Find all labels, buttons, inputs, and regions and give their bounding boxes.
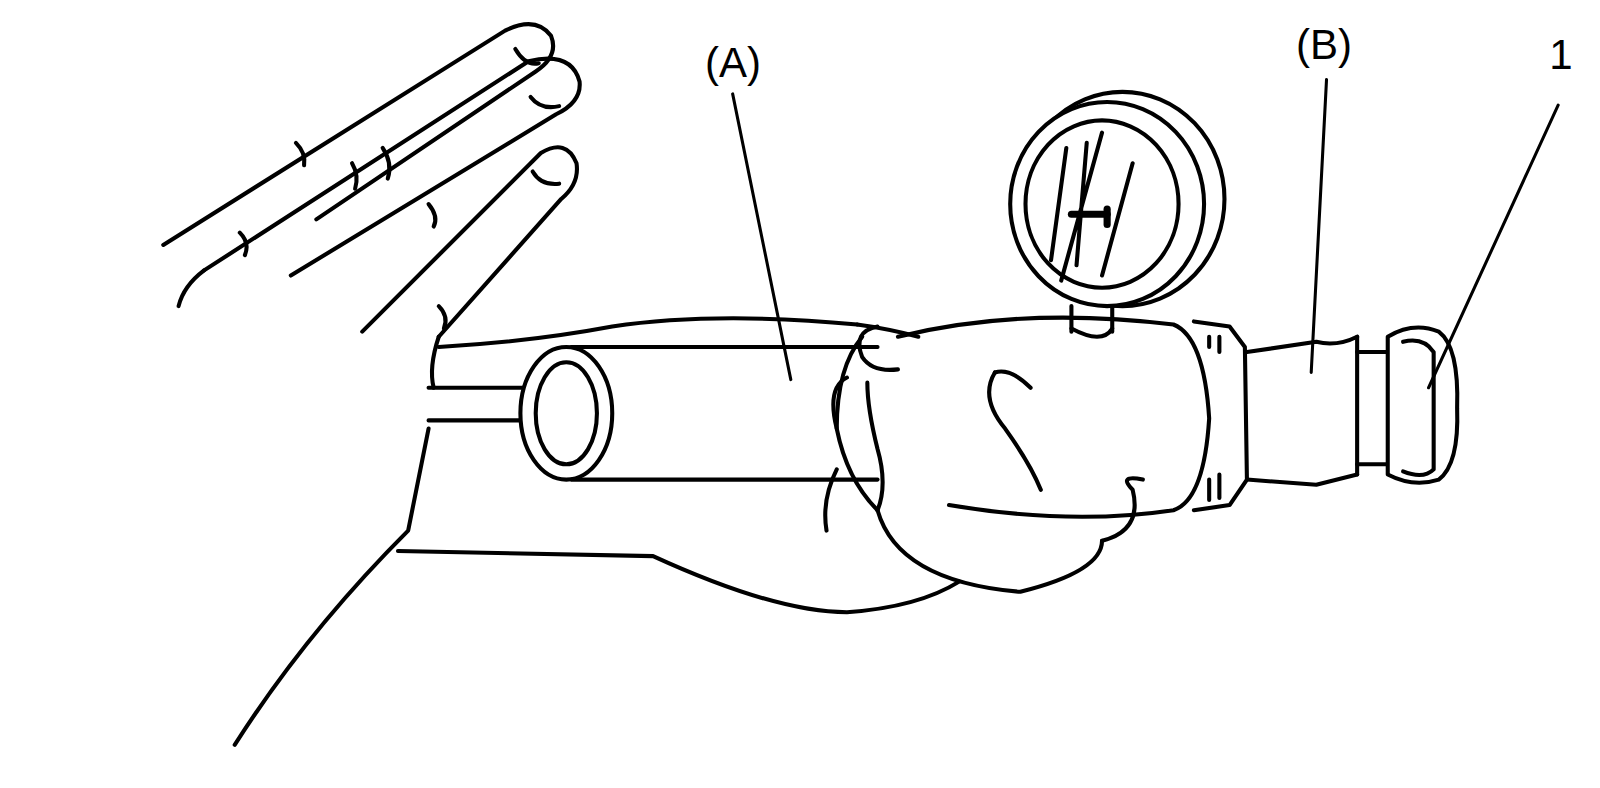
pressure-gauge (1010, 92, 1224, 306)
leader-line (1311, 80, 1326, 373)
right-hand (235, 318, 1143, 745)
callout-number: 1 (1549, 34, 1572, 76)
left-hand (163, 24, 579, 388)
tester-body (898, 306, 1247, 517)
leader-lines (733, 80, 1559, 388)
adapter (1247, 337, 1388, 485)
part-label: (B) (1296, 24, 1352, 66)
leader-line (733, 94, 791, 380)
part-label: (A) (705, 42, 761, 84)
leader-line (1429, 105, 1559, 388)
pump-cylinder (520, 347, 877, 480)
